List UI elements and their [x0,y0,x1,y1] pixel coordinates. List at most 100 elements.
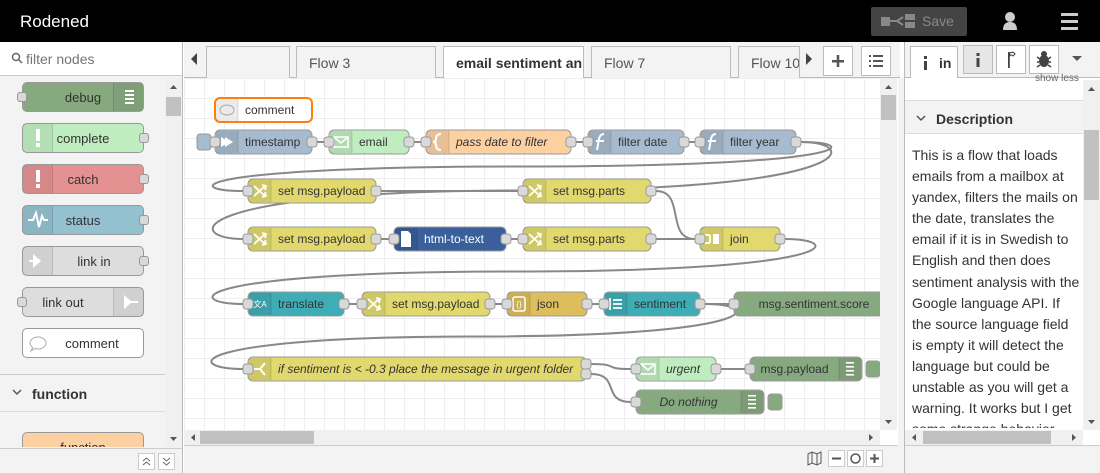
flow-node-set1[interactable]: set msg.payload [242,178,382,204]
flow-node-score[interactable]: msg.sentiment.score [728,291,880,317]
input-port[interactable] [420,136,432,148]
canvas-horizontal-scrollbar[interactable] [184,430,880,445]
flow-wire[interactable] [211,141,833,192]
sidebar-horizontal-thumb[interactable] [923,431,1051,444]
flow-wire[interactable] [590,363,632,370]
sidebar-horizontal-scrollbar[interactable] [905,430,1083,445]
flow-wire[interactable] [655,190,696,240]
output-port[interactable] [678,136,690,148]
output-port[interactable] [645,185,657,197]
flow-node-parts1[interactable]: set msg.parts [517,178,657,204]
zoom-reset-button[interactable] [847,450,864,467]
input-port[interactable] [356,298,368,310]
input-port[interactable] [17,297,27,307]
inject-button[interactable] [196,133,212,151]
input-port[interactable] [242,298,254,310]
input-port[interactable] [323,136,335,148]
palette-node-link-in[interactable]: link in [22,246,149,276]
flow-node-sentiment[interactable]: sentiment [598,291,706,317]
context-panel-button[interactable] [996,45,1026,74]
tab-info[interactable]: in [910,46,958,78]
canvas-horizontal-thumb[interactable] [200,431,314,444]
palette-node-status[interactable]: status [22,205,149,235]
flow-node-fyear[interactable]: filter year [694,129,802,155]
output-port[interactable] [645,233,657,245]
input-port[interactable] [209,136,221,148]
input-port[interactable] [17,92,27,102]
tab-flow-7[interactable]: Flow 7 [591,46,731,78]
palette-node-catch[interactable]: catch [22,164,149,194]
debug-toggle-button[interactable] [865,360,880,378]
tab-flow-10[interactable]: Flow 10 [738,46,800,78]
palette-search-input[interactable] [26,50,176,68]
output-port[interactable] [139,174,149,184]
flow-node-comment[interactable]: comment [214,97,313,123]
palette-node-function[interactable]: function [22,432,144,447]
tab-flow-3[interactable]: Flow 3 [296,46,436,78]
output-port[interactable] [370,233,382,245]
node-body[interactable] [214,97,313,123]
output-port[interactable] [139,215,149,225]
palette-node-debug[interactable]: debug [17,82,144,112]
expand-all-button[interactable] [158,453,175,470]
flow-node-join[interactable]: join [694,226,786,252]
flow-node-set3[interactable]: set msg.payload [356,291,496,317]
add-flow-button[interactable] [823,46,853,76]
flow-node-pass[interactable]: pass date to filter [420,129,577,155]
flow-wire[interactable] [211,238,817,305]
flow-node-json[interactable]: {}json [501,291,593,317]
flow-node-urgent[interactable]: urgent [630,356,722,382]
flow-node-email[interactable]: email [323,129,415,155]
output-port[interactable] [500,233,512,245]
output-port[interactable] [139,133,149,143]
input-port[interactable] [598,298,610,310]
flow-node-fdate[interactable]: filter date [582,129,690,155]
flow-node-switch[interactable]: if sentiment is < -0.3 place the message… [242,356,592,382]
palette-node-link-out[interactable]: link out [17,287,144,317]
output-port[interactable] [139,256,149,266]
output-port[interactable] [370,185,382,197]
tabs-scroll-left[interactable] [184,42,206,77]
output-port[interactable] [484,298,496,310]
output-port[interactable] [580,358,592,370]
output-port[interactable] [306,136,318,148]
zoom-in-button[interactable] [866,450,883,467]
sidebar-vertical-thumb[interactable] [1084,130,1099,200]
output-port[interactable] [403,136,415,148]
debug-panel-button[interactable] [1029,45,1059,74]
info-panel-button[interactable] [963,45,993,74]
input-port[interactable] [242,185,254,197]
input-port[interactable] [694,233,706,245]
flow-node-html[interactable]: html-to-text [388,226,512,252]
palette-node-complete[interactable]: complete [22,123,149,153]
user-button[interactable] [993,7,1027,36]
deploy-button[interactable]: Save [871,7,967,36]
collapse-all-button[interactable] [138,453,155,470]
input-port[interactable] [630,363,642,375]
input-port[interactable] [388,233,400,245]
input-port[interactable] [744,363,756,375]
input-port[interactable] [242,363,254,375]
canvas-vertical-thumb[interactable] [881,95,896,120]
sidebar-splitter[interactable] [898,78,904,473]
description-section-header[interactable]: Description [905,100,1083,134]
sidebar-vertical-scrollbar[interactable] [1083,80,1100,430]
sidebar-menu-button[interactable] [1063,45,1093,74]
input-port[interactable] [501,298,513,310]
palette-scrollbar-thumb[interactable] [166,97,181,116]
output-port[interactable] [694,298,706,310]
input-port[interactable] [630,396,642,408]
output-port[interactable] [710,363,722,375]
palette-node-comment[interactable]: comment [22,328,144,358]
input-port[interactable] [242,233,254,245]
output-port[interactable] [580,368,592,380]
palette-scrollbar[interactable] [165,77,182,447]
output-port[interactable] [581,298,593,310]
output-port[interactable] [790,136,802,148]
tabs-scroll-right[interactable] [798,42,820,77]
input-port[interactable] [517,233,529,245]
palette-category-function[interactable]: function [0,374,165,412]
